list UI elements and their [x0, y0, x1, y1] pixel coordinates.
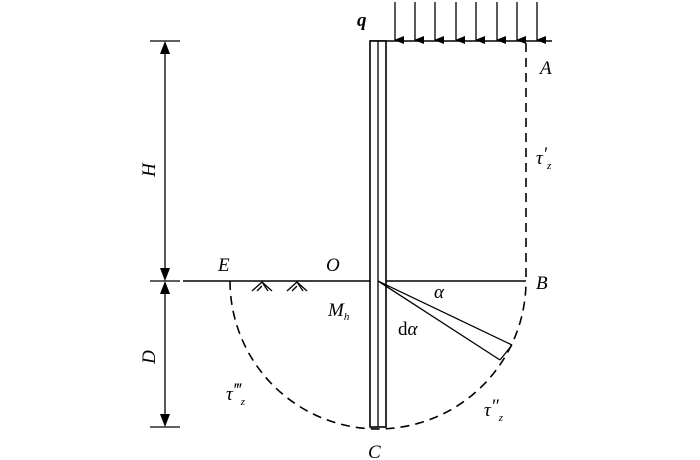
label-tau-prime-z: z — [546, 160, 552, 172]
label-moment-m: M — [327, 300, 345, 321]
label-o: O — [326, 255, 340, 276]
dimension-h — [150, 40, 180, 282]
angle-wedge — [377, 280, 513, 361]
label-tau-double-prime-z: z — [498, 412, 504, 424]
label-tau-prime-tau: τ — [536, 148, 544, 169]
label-h-group: H — [139, 162, 160, 178]
label-e: E — [217, 255, 230, 276]
label-tau-double-prime-mark: ″ — [491, 396, 500, 417]
distributed-load-arrows — [394, 2, 546, 44]
label-d-alpha: dα — [398, 319, 419, 340]
label-moment-sub: h — [344, 311, 350, 323]
label-d-group: D — [139, 350, 160, 365]
label-b: B — [536, 273, 548, 294]
label-tau-triple-prime: τ‴z — [226, 380, 246, 408]
label-tau-double-prime-tau: τ — [484, 400, 492, 421]
label-d-alpha-d: d — [398, 319, 408, 340]
label-d: D — [139, 350, 160, 365]
dimension-d — [150, 281, 180, 428]
label-tau-triple-prime-mark: ‴ — [233, 380, 242, 401]
label-c: C — [368, 442, 381, 460]
label-a: A — [538, 58, 552, 79]
label-alpha: α — [434, 282, 445, 303]
label-q: q — [357, 10, 367, 31]
soil-hatch-marks — [251, 281, 308, 292]
label-tau-prime: τ′z — [536, 144, 552, 172]
label-d-alpha-alpha: α — [408, 319, 419, 340]
label-moment: Mh — [327, 300, 350, 323]
label-h: H — [139, 162, 160, 178]
label-tau-prime-mark: ′ — [543, 144, 548, 165]
label-tau-triple-prime-z: z — [240, 396, 246, 408]
retaining-wall — [369, 40, 387, 428]
label-tau-triple-prime-tau: τ — [226, 384, 234, 405]
label-tau-double-prime: τ″z — [484, 396, 504, 424]
